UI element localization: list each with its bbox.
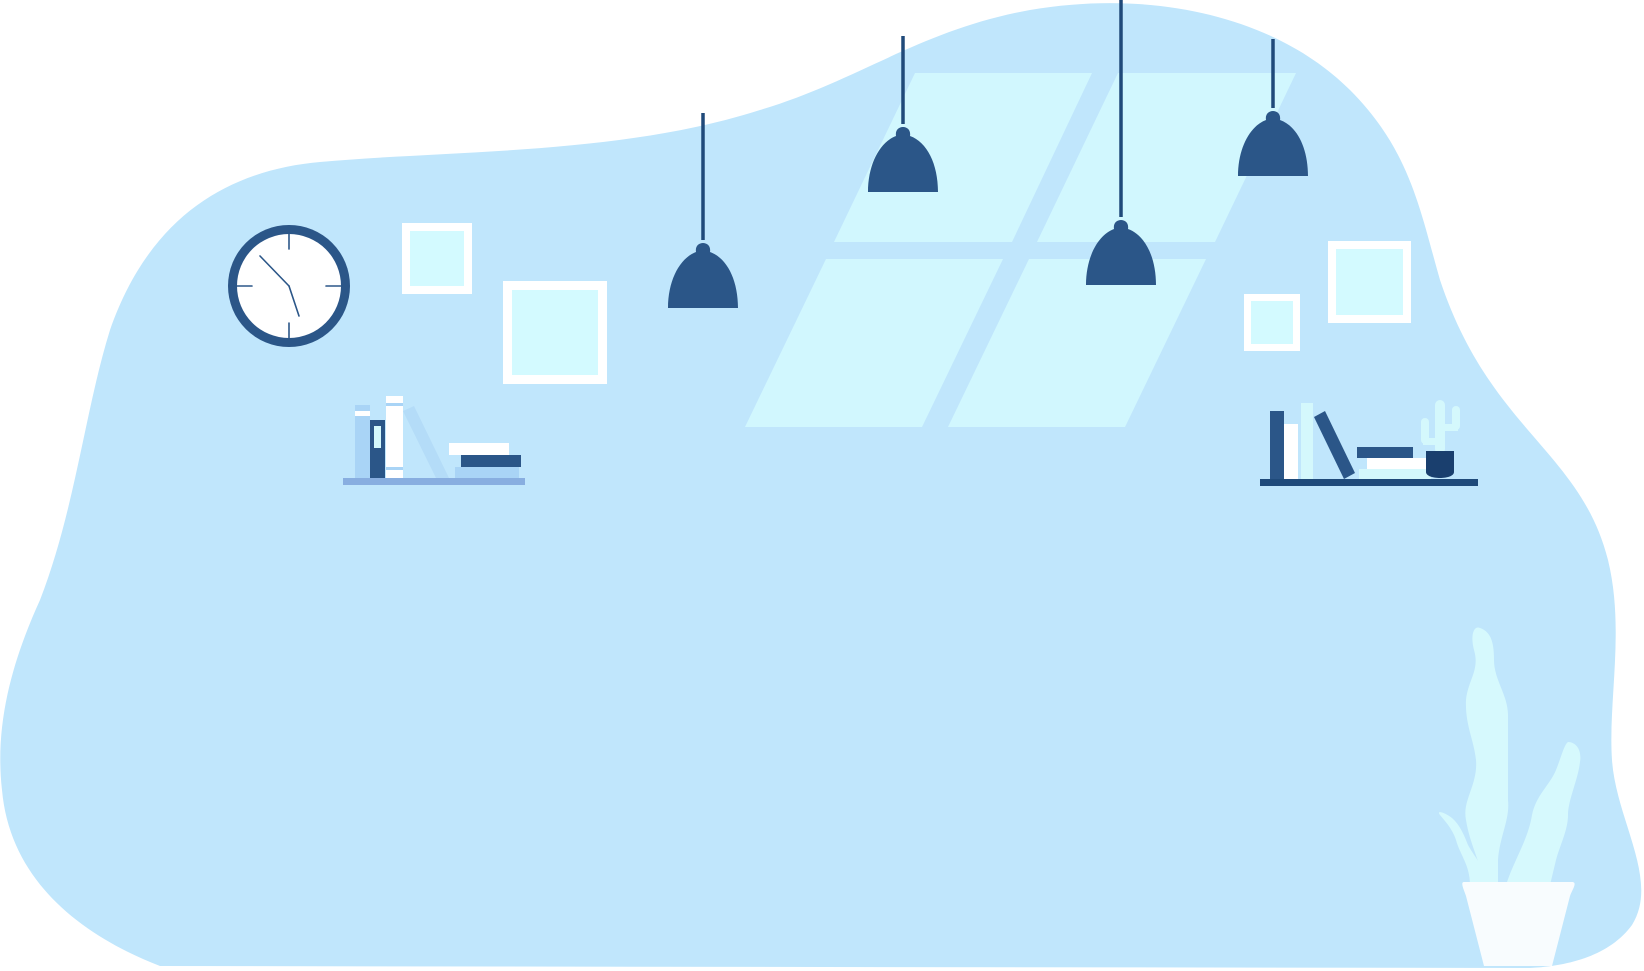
- book-icon: [386, 396, 403, 478]
- book-icon: [1270, 411, 1284, 479]
- book-icon: [1367, 458, 1429, 469]
- book-icon: [355, 405, 370, 478]
- book-icon: [1301, 403, 1313, 479]
- plant-pot: [1462, 882, 1575, 966]
- window-icon: [745, 73, 1296, 427]
- bookshelf-icon: [1260, 400, 1478, 486]
- book-icon: [403, 406, 449, 478]
- book-icon: [1359, 469, 1431, 479]
- book-icon: [1357, 447, 1413, 458]
- book-icon: [455, 467, 519, 478]
- book-icon: [1284, 424, 1298, 479]
- pendant-lamp-icon: [1238, 39, 1308, 176]
- window-pane-top-left: [834, 73, 1092, 242]
- book-icon: [461, 455, 521, 467]
- bookshelf-icon: [343, 396, 525, 485]
- shelf-board: [343, 478, 525, 485]
- cactus-pot: [1426, 451, 1454, 478]
- pendant-lamp-icon: [868, 36, 938, 192]
- window-pane-bottom-right: [948, 259, 1206, 427]
- pendant-lamp-icon: [668, 113, 738, 308]
- book-icon: [449, 443, 509, 455]
- pendant-lamp-icon: [1086, 0, 1156, 285]
- picture-frame-icon: [1244, 294, 1300, 351]
- wall-clock-icon: [228, 225, 350, 347]
- book-icon: [1314, 411, 1355, 479]
- shelf-board: [1260, 479, 1478, 486]
- cactus-icon: [1421, 400, 1460, 454]
- window-pane-top-right: [1037, 73, 1296, 242]
- picture-frame-icon: [402, 223, 472, 294]
- book-icon: [370, 420, 385, 478]
- window-pane-bottom-left: [745, 259, 1003, 427]
- potted-plant-icon: [1438, 627, 1581, 966]
- picture-frame-icon: [1328, 241, 1411, 323]
- picture-frame-icon: [503, 281, 607, 384]
